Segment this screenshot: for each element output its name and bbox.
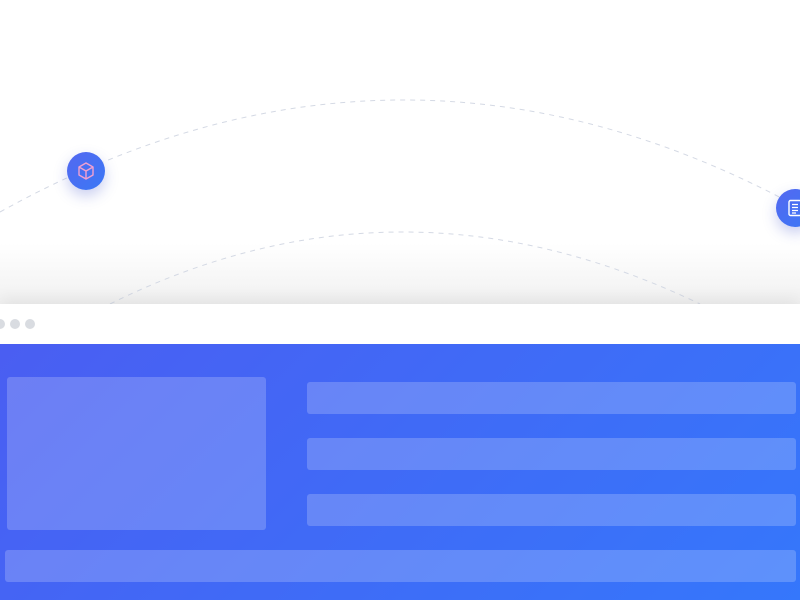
footer-placeholder [5, 550, 796, 582]
document-node [776, 189, 800, 227]
background-fade [0, 0, 800, 304]
browser-window-mockup [0, 304, 800, 600]
text-placeholder [307, 438, 796, 470]
document-icon [788, 199, 800, 217]
window-dot [0, 319, 5, 329]
window-titlebar [0, 304, 800, 344]
image-placeholder [7, 377, 266, 530]
window-content [0, 344, 800, 600]
cube-node [67, 152, 105, 190]
cube-icon [78, 162, 94, 180]
window-dot [10, 319, 20, 329]
text-placeholder [307, 494, 796, 526]
inner-arc [109, 231, 701, 304]
connection-arcs [0, 99, 800, 304]
text-placeholder [307, 382, 796, 414]
window-dot [25, 319, 35, 329]
outer-arc [0, 99, 800, 213]
